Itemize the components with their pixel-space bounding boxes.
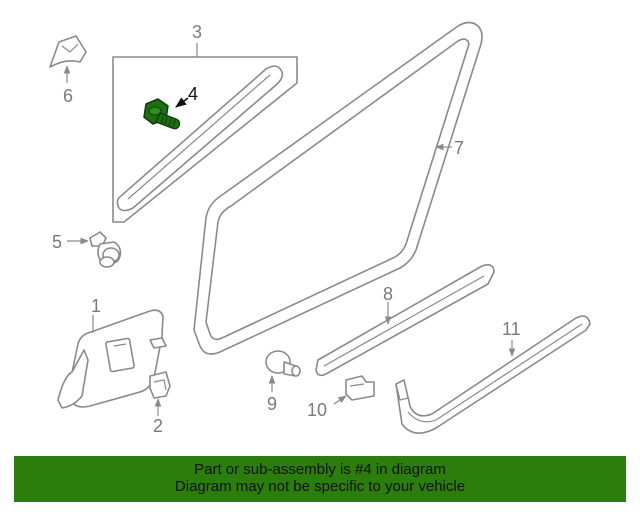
callout-3: 3 — [192, 22, 202, 42]
part-3-pillar-garnish[interactable] — [112, 43, 298, 223]
part-8-scuff-plate[interactable] — [315, 264, 495, 377]
leader-4 — [175, 97, 189, 108]
part-2-clip[interactable] — [149, 371, 171, 416]
callout-5: 5 — [52, 232, 62, 252]
callout-10: 10 — [307, 400, 327, 420]
info-banner: Part or sub-assembly is #4 in diagram Di… — [14, 456, 626, 502]
leader-10 — [333, 395, 347, 405]
banner-line-2: Diagram may not be specific to your vehi… — [174, 478, 466, 495]
callout-11: 11 — [502, 319, 521, 339]
part-4-bolt[interactable] — [143, 97, 189, 130]
callout-2: 2 — [153, 416, 163, 436]
callout-1: 1 — [91, 296, 101, 316]
part-10-retainer[interactable] — [333, 375, 375, 405]
part-9-grommet[interactable] — [265, 350, 301, 392]
part-1-lower-trim[interactable] — [57, 309, 167, 409]
callout-8: 8 — [383, 284, 393, 304]
callout-7: 7 — [454, 138, 464, 158]
callout-9: 9 — [267, 394, 277, 414]
callout-6: 6 — [63, 86, 73, 106]
banner-line-1: Part or sub-assembly is #4 in diagram — [194, 461, 446, 478]
part-6-clip[interactable] — [49, 35, 87, 83]
callout-4: 4 — [188, 84, 198, 104]
part-7-weatherstrip[interactable] — [193, 21, 483, 355]
part-5-push-clip[interactable] — [67, 231, 122, 268]
part-11-rocker-molding[interactable] — [395, 315, 591, 434]
